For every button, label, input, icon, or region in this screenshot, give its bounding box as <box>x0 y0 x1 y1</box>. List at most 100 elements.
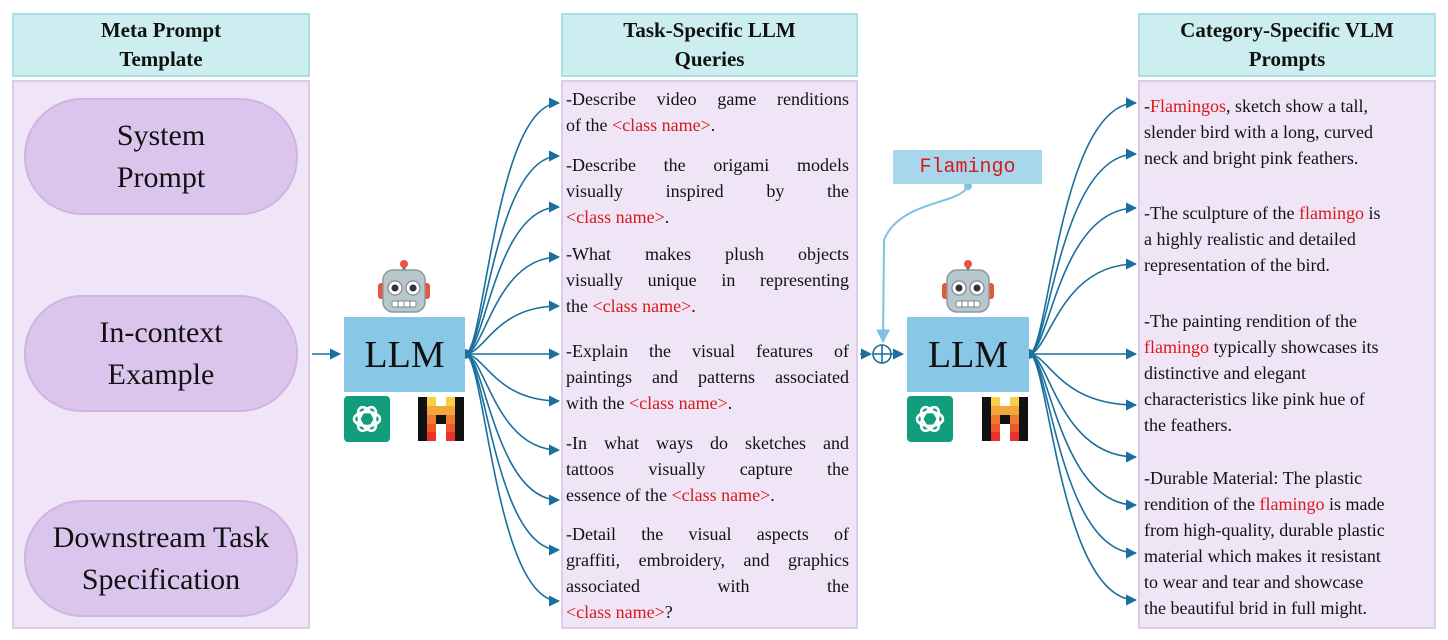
prompt-line: -Flamingos, sketch show a tall, <box>1144 93 1429 119</box>
query-text: . <box>664 207 670 227</box>
query-line: graffiti, embroidery, and graphics <box>566 547 849 573</box>
query-text: associated with the <box>566 576 849 596</box>
query-line: associated with the <box>566 573 849 599</box>
prompt-line: -The sculpture of the flamingo is <box>1144 200 1429 226</box>
query-line: visually unique in representing <box>566 267 849 293</box>
prompt-line: the beautiful brid in full might. <box>1144 595 1429 621</box>
fan-arrow <box>464 97 561 355</box>
fan-arrow <box>464 353 561 556</box>
query-item: -What makes plush objects visually unique… <box>566 241 849 319</box>
prompt-line: a highly realistic and detailed <box>1144 226 1429 252</box>
prompt-text: -The painting rendition of the <box>1144 311 1357 331</box>
query-text: of the <box>566 115 612 135</box>
query-text: -Describe the origami models <box>566 155 849 175</box>
prompt-line: distinctive and elegant <box>1144 360 1429 386</box>
query-text: ? <box>664 602 673 622</box>
category-header-line2: Prompts <box>1248 47 1326 71</box>
query-text: . <box>710 115 716 135</box>
prompt-item: -The painting rendition of the flamingo t… <box>1144 308 1429 438</box>
prompt-line: flamingo typically showcases its <box>1144 334 1429 360</box>
prompt-line: the feathers. <box>1144 412 1429 438</box>
query-text: graffiti, embroidery, and graphics <box>566 550 849 570</box>
mistral-logo-icon <box>982 397 1028 441</box>
class-name-highlight: flamingo <box>1144 337 1209 357</box>
in-context-line1: In-context <box>99 315 223 349</box>
prompt-text: the feathers. <box>1144 415 1232 435</box>
query-text: visually inspired by the <box>566 181 849 201</box>
fan-arrow <box>1028 353 1138 511</box>
fan-arrow <box>464 353 561 456</box>
class-chip-anchor-dot <box>964 182 972 190</box>
prompt-line: material which makes it resistant <box>1144 543 1429 569</box>
query-line: <class name>. <box>566 204 849 230</box>
query-item: -Describe video game renditions of the <c… <box>566 86 849 138</box>
class-name-highlight: <class name> <box>592 296 692 316</box>
fan-arrow <box>1028 353 1138 606</box>
robot-icon <box>378 260 430 313</box>
query-text: paintings and patterns associated <box>566 367 849 387</box>
fan-arrow <box>464 251 561 355</box>
query-line: <class name>? <box>566 599 849 625</box>
fan-arrow <box>1028 353 1138 411</box>
query-text: . <box>770 485 775 505</box>
query-text: . <box>691 296 696 316</box>
query-line: -Detail the visual aspects of <box>566 521 849 547</box>
prompt-line: to wear and tear and showcase <box>1144 569 1429 595</box>
prompt-item: -The sculpture of the flamingo is a highl… <box>1144 200 1429 278</box>
prompt-text: characteristics like pink hue of <box>1144 389 1365 409</box>
prompt-text: typically showcases its <box>1209 337 1379 357</box>
query-line: paintings and patterns associated <box>566 364 849 390</box>
prompt-text: representation of the bird. <box>1144 255 1330 275</box>
fan-arrow <box>1028 148 1138 355</box>
query-item: -Describe the origami models visually ins… <box>566 152 849 230</box>
meta-prompt-header: Meta Prompt Template <box>12 13 310 77</box>
class-name-highlight: Flamingos <box>1150 96 1227 116</box>
query-text: -What makes plush objects <box>566 244 849 264</box>
llm1-fan-arrows <box>464 97 561 607</box>
task-header-line1: Task-Specific LLM <box>623 18 796 42</box>
class-name-highlight: <class name> <box>611 115 711 135</box>
fan-arrow <box>464 353 561 506</box>
query-line: essence of the <class name>. <box>566 482 849 508</box>
fan-arrow <box>464 201 561 355</box>
combine-operator-icon <box>872 344 892 364</box>
fan-arrow <box>464 353 561 607</box>
class-name-chip: Flamingo <box>893 150 1042 184</box>
query-line: with the <class name>. <box>566 390 849 416</box>
query-line: -Describe video game renditions <box>566 86 849 112</box>
category-prompts-panel <box>1138 80 1436 629</box>
in-context-line2: Example <box>107 357 215 391</box>
meta-header-line2: Template <box>119 47 203 71</box>
class-name-highlight: flamingo <box>1259 494 1325 514</box>
query-line: tattoos visually capture the <box>566 456 849 482</box>
query-text: . <box>727 393 733 413</box>
prompt-text: -Durable Material: The plastic <box>1144 468 1363 488</box>
query-text: essence of the <box>566 485 672 505</box>
prompt-item: -Flamingos, sketch show a tall,slender b… <box>1144 93 1429 171</box>
llm2-fan-arrows <box>1028 97 1138 606</box>
prompt-text: a highly realistic and detailed <box>1144 229 1356 249</box>
fan-arrow <box>464 353 561 407</box>
query-text: -In what ways do sketches and <box>566 433 849 453</box>
category-header-line1: Category-Specific VLM <box>1180 18 1394 42</box>
class-name-highlight: flamingo <box>1298 203 1364 223</box>
prompt-line: -Durable Material: The plastic <box>1144 465 1429 491</box>
query-item: -In what ways do sketches and tattoos vis… <box>566 430 849 508</box>
task-header-line2: Queries <box>674 47 745 71</box>
llm-box-2: LLM <box>907 317 1029 392</box>
query-line: -In what ways do sketches and <box>566 430 849 456</box>
prompt-line: slender bird with a long, curved <box>1144 119 1429 145</box>
openai-logo-icon <box>907 396 953 442</box>
query-text: -Describe video game renditions <box>566 89 849 109</box>
prompt-text: from high-quality, durable plastic <box>1144 520 1385 540</box>
query-line: -Explain the visual features of <box>566 338 849 364</box>
system-prompt-line2: Prompt <box>116 160 206 194</box>
class-name-highlight: <class name> <box>566 207 665 227</box>
query-line: of the <class name>. <box>566 112 849 138</box>
openai-logo-icon <box>344 396 390 442</box>
query-item: -Explain the visual features of paintings… <box>566 338 849 416</box>
query-line: -What makes plush objects <box>566 241 849 267</box>
prompt-text: - <box>1144 96 1150 116</box>
fan-arrow <box>1028 97 1138 355</box>
